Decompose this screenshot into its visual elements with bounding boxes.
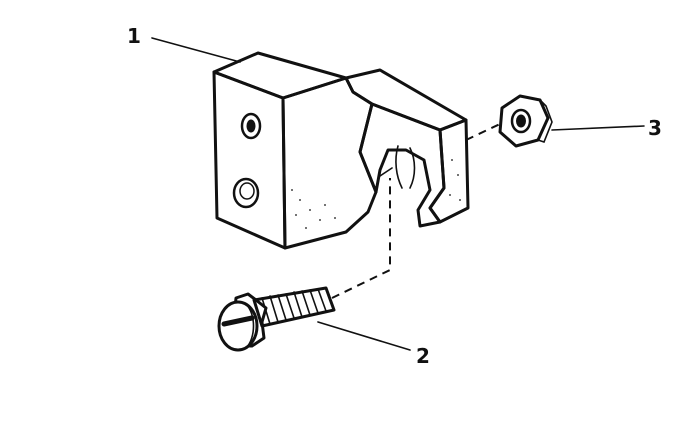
leader-line-1 — [151, 37, 241, 63]
leader-line-3 — [551, 125, 645, 131]
part-3-hex-nut — [498, 94, 553, 148]
callout-1: 1 — [127, 24, 141, 48]
assembly-line-nut — [465, 123, 501, 141]
screw-head — [217, 300, 259, 352]
part-1-clamp-block — [212, 51, 470, 250]
assembly-line-screw — [331, 178, 391, 299]
callout-2: 2 — [416, 344, 430, 368]
callout-3: 3 — [648, 116, 662, 140]
leader-line-2 — [317, 321, 411, 351]
part-2-slotted-screw — [217, 286, 336, 352]
